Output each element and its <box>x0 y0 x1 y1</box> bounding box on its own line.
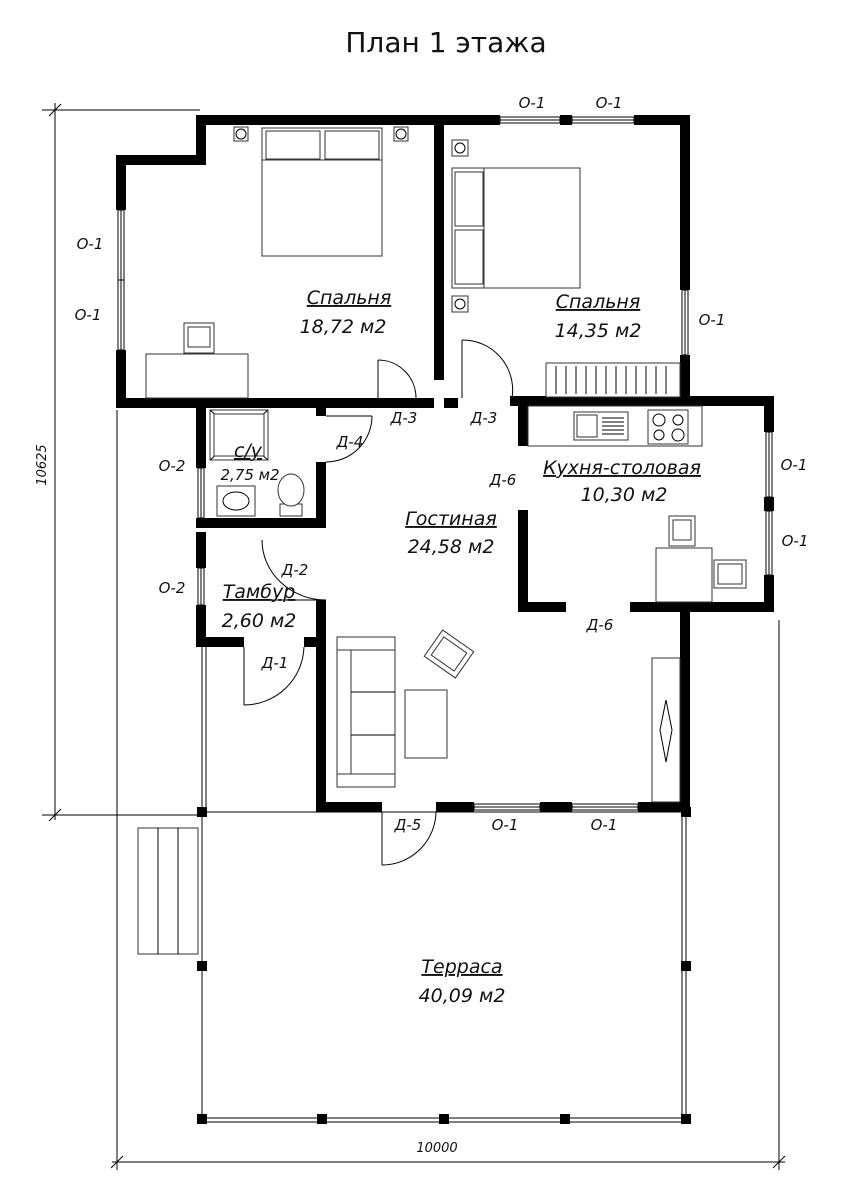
desk-bedroom-1 <box>145 322 249 399</box>
room-area-bedroom-2: 14,35 м2 <box>555 320 642 342</box>
bed-double-2 <box>451 139 581 313</box>
door-tag: Д-6 <box>489 471 517 489</box>
window-tag: О-1 <box>782 532 809 550</box>
room-area-living: 24,58 м2 <box>408 536 495 558</box>
wardrobe-bedroom-2 <box>545 362 681 398</box>
bed-double-1 <box>233 126 409 257</box>
door-tag: Д-3 <box>390 409 418 427</box>
room-name-bathroom: с/у <box>234 440 263 462</box>
bathroom-fixtures <box>209 409 305 517</box>
window-tag: О-1 <box>75 306 102 324</box>
door-tag: Д-5 <box>394 816 422 834</box>
window-tag: О-1 <box>519 94 546 112</box>
doors <box>243 339 514 866</box>
room-area-bathroom: 2,75 м2 <box>220 466 279 484</box>
sofa <box>336 636 396 788</box>
armchair <box>423 629 475 679</box>
door-tag: Д-1 <box>261 654 289 672</box>
window-tag: О-2 <box>159 579 186 597</box>
fireplace <box>651 657 681 803</box>
terrace-outline <box>197 647 691 1124</box>
window-tag: О-1 <box>699 311 726 329</box>
dimension-lines <box>42 103 786 1170</box>
window-tag: О-1 <box>492 816 519 834</box>
windows <box>117 116 773 811</box>
window-tag: О-1 <box>596 94 623 112</box>
window-tag: О-1 <box>77 235 104 253</box>
walls <box>116 115 774 812</box>
dimension-height: 10625 <box>35 444 50 485</box>
door-tag: Д-6 <box>586 616 614 634</box>
room-name-bedroom-1: Спальня <box>307 287 392 309</box>
room-area-terrace: 40,09 м2 <box>419 985 506 1007</box>
window-tag: О-1 <box>591 816 618 834</box>
room-name-kitchen: Кухня-столовая <box>543 457 701 479</box>
door-tag: Д-2 <box>281 561 309 579</box>
room-name-vestibule: Тамбур <box>223 581 296 603</box>
window-tag: О-1 <box>781 456 808 474</box>
door-tag: Д-3 <box>470 409 498 427</box>
room-area-kitchen: 10,30 м2 <box>581 484 668 506</box>
kitchen-counter <box>527 405 703 447</box>
room-name-terrace: Терраса <box>421 956 502 978</box>
dining-table <box>655 515 747 603</box>
room-name-bedroom-2: Спальня <box>556 291 641 313</box>
terrace-stairs <box>137 827 199 955</box>
coffee-table <box>404 689 448 759</box>
plan-title: План 1 этажа <box>345 26 546 59</box>
room-area-bedroom-1: 18,72 м2 <box>300 316 387 338</box>
room-area-vestibule: 2,60 м2 <box>222 610 297 632</box>
dimension-width: 10000 <box>416 1141 457 1156</box>
door-tag: Д-4 <box>336 433 364 451</box>
window-tag: О-2 <box>159 457 186 475</box>
room-name-living: Гостиная <box>405 508 497 530</box>
